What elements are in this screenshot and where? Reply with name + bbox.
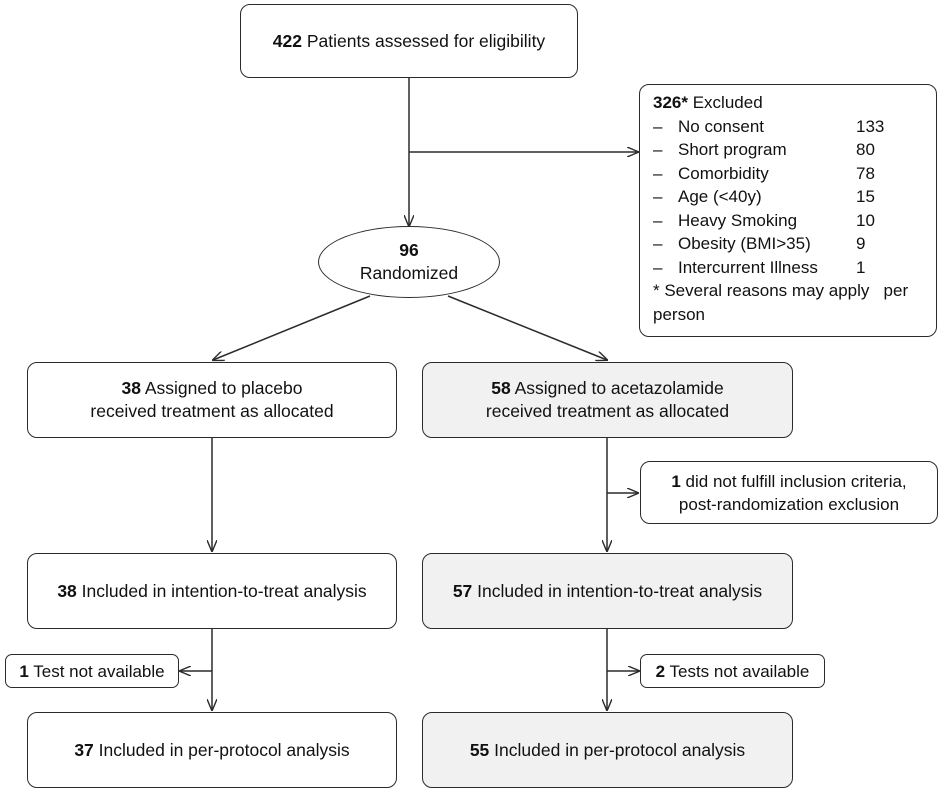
reason-label: Short program <box>678 140 787 159</box>
placebo-itt-text: 38 Included in intention-to-treat analys… <box>57 580 366 603</box>
exclusion-footnote-line1: * Several reasons may apply per <box>653 281 909 300</box>
dash-bullet: – <box>653 234 663 253</box>
reason-label: Heavy Smoking <box>678 210 798 230</box>
acetazolamide-tests-not-available-box: 2 Tests not available <box>640 654 825 688</box>
enrollment-label: Patients assessed for eligibility <box>306 30 546 51</box>
placebo-allocation-count: 38 <box>121 378 141 398</box>
exclusion-reason: – Intercurrent Illness 1 <box>653 256 926 280</box>
reason-count: 80 <box>856 140 875 159</box>
arrow-randomized-to-acetazolamide <box>447 295 607 360</box>
placebo-pp-text: 37 Included in per-protocol analysis <box>74 739 349 762</box>
acetazolamide-allocation-count: 58 <box>491 378 511 398</box>
acetazolamide-itt-label: Included in intention-to-treat analysis <box>477 580 763 601</box>
exclusion-label: Excluded <box>692 93 763 112</box>
exclusion-footnote-line2: person <box>653 304 705 324</box>
acetazolamide-itt-count: 57 <box>452 580 473 601</box>
exclusion-count: 326* <box>653 93 688 112</box>
exclusion-reason: – Heavy Smoking 10 <box>653 209 926 233</box>
dash-bullet: – <box>653 163 663 183</box>
exclusion-reason: – Obesity (BMI>35) 9 <box>653 232 926 256</box>
dash-bullet: – <box>653 187 663 206</box>
acetazolamide-not-available-label: Tests not available <box>669 661 810 681</box>
placebo-itt-label: Included in intention-to-treat analysis <box>81 580 367 601</box>
reason-count: 9 <box>856 234 866 253</box>
placebo-allocation-label: Assigned to placebo <box>144 378 303 398</box>
acetazolamide-allocation-box: 58 Assigned to acetazolamide received tr… <box>422 362 793 438</box>
acetazolamide-allocation-line1: 58 Assigned to acetazolamide <box>491 377 724 400</box>
dash-bullet: – <box>653 257 663 277</box>
exclusion-reason: – Comorbidity 78 <box>653 162 926 186</box>
dash-bullet: – <box>653 140 663 159</box>
reason-count: 78 <box>856 163 875 183</box>
acetazolamide-itt-text: 57 Included in intention-to-treat analys… <box>453 580 762 603</box>
placebo-not-available-count: 1 <box>19 661 29 681</box>
post-randomization-line2: post-randomization exclusion <box>678 494 900 514</box>
reason-count: 133 <box>856 116 885 136</box>
reason-label: Obesity (BMI>35) <box>678 234 811 253</box>
exclusion-header: 326* Excluded <box>653 91 926 115</box>
acetazolamide-pp-label: Included in per-protocol analysis <box>494 739 746 760</box>
acetazolamide-pp-count: 55 <box>469 739 490 760</box>
randomized-count: 96 <box>399 240 419 260</box>
acetazolamide-allocation-label: Assigned to acetazolamide <box>514 378 724 398</box>
post-randomization-count: 1 <box>671 471 681 491</box>
reason-label: Age (<40y) <box>678 187 762 206</box>
placebo-test-not-available-box: 1 Test not available <box>5 654 179 688</box>
placebo-pp-count: 37 <box>74 739 94 760</box>
reason-label: Intercurrent Illness <box>678 257 818 277</box>
exclusion-reason: – Short program 80 <box>653 138 926 162</box>
dash-bullet: – <box>653 210 663 230</box>
reason-label: No consent <box>678 116 764 136</box>
placebo-not-available-label: Test not available <box>33 661 165 681</box>
acetazolamide-tests-not-available-text: 2 Tests not available <box>656 660 810 683</box>
placebo-pp-box: 37 Included in per-protocol analysis <box>27 712 397 788</box>
randomized-label: Randomized <box>359 263 459 283</box>
placebo-itt-box: 38 Included in intention-to-treat analys… <box>27 553 397 629</box>
acetazolamide-not-available-count: 2 <box>655 661 666 681</box>
acetazolamide-pp-text: 55 Included in per-protocol analysis <box>470 739 745 762</box>
placebo-test-not-available-text: 1 Test not available <box>19 660 164 683</box>
acetazolamide-itt-box: 57 Included in intention-to-treat analys… <box>422 553 793 629</box>
arrow-randomized-to-placebo <box>213 295 371 360</box>
reason-label: Comorbidity <box>678 163 769 183</box>
placebo-allocation-box: 38 Assigned to placebo received treatmen… <box>27 362 397 438</box>
placebo-pp-label: Included in per-protocol analysis <box>98 739 350 760</box>
exclusion-reason: – Age (<40y) 15 <box>653 185 926 209</box>
placebo-itt-count: 38 <box>57 580 77 601</box>
acetazolamide-pp-box: 55 Included in per-protocol analysis <box>422 712 793 788</box>
enrollment-box: 422 Patients assessed for eligibility <box>240 4 578 78</box>
post-randomization-label: did not fulfill inclusion criteria, <box>685 471 907 491</box>
exclusion-reason: – No consent 133 <box>653 115 926 139</box>
placebo-allocation-line2: received treatment as allocated <box>90 401 334 421</box>
randomized-node: 96 Randomized <box>318 226 500 298</box>
reason-count: 1 <box>856 257 866 277</box>
acetazolamide-allocation-line2: received treatment as allocated <box>485 401 730 421</box>
reason-count: 15 <box>856 187 875 206</box>
post-randomization-exclusion-box: 1 did not fulfill inclusion criteria, po… <box>640 461 938 524</box>
exclusion-box: 326* Excluded – No consent 133 – Short p… <box>639 84 937 337</box>
reason-count: 10 <box>856 210 875 230</box>
post-randomization-line1: 1 did not fulfill inclusion criteria, <box>671 470 906 493</box>
dash-bullet: – <box>653 116 663 136</box>
enrollment-count: 422 <box>272 30 302 51</box>
placebo-allocation-line1: 38 Assigned to placebo <box>122 377 303 400</box>
enrollment-text: 422 Patients assessed for eligibility <box>273 30 545 53</box>
